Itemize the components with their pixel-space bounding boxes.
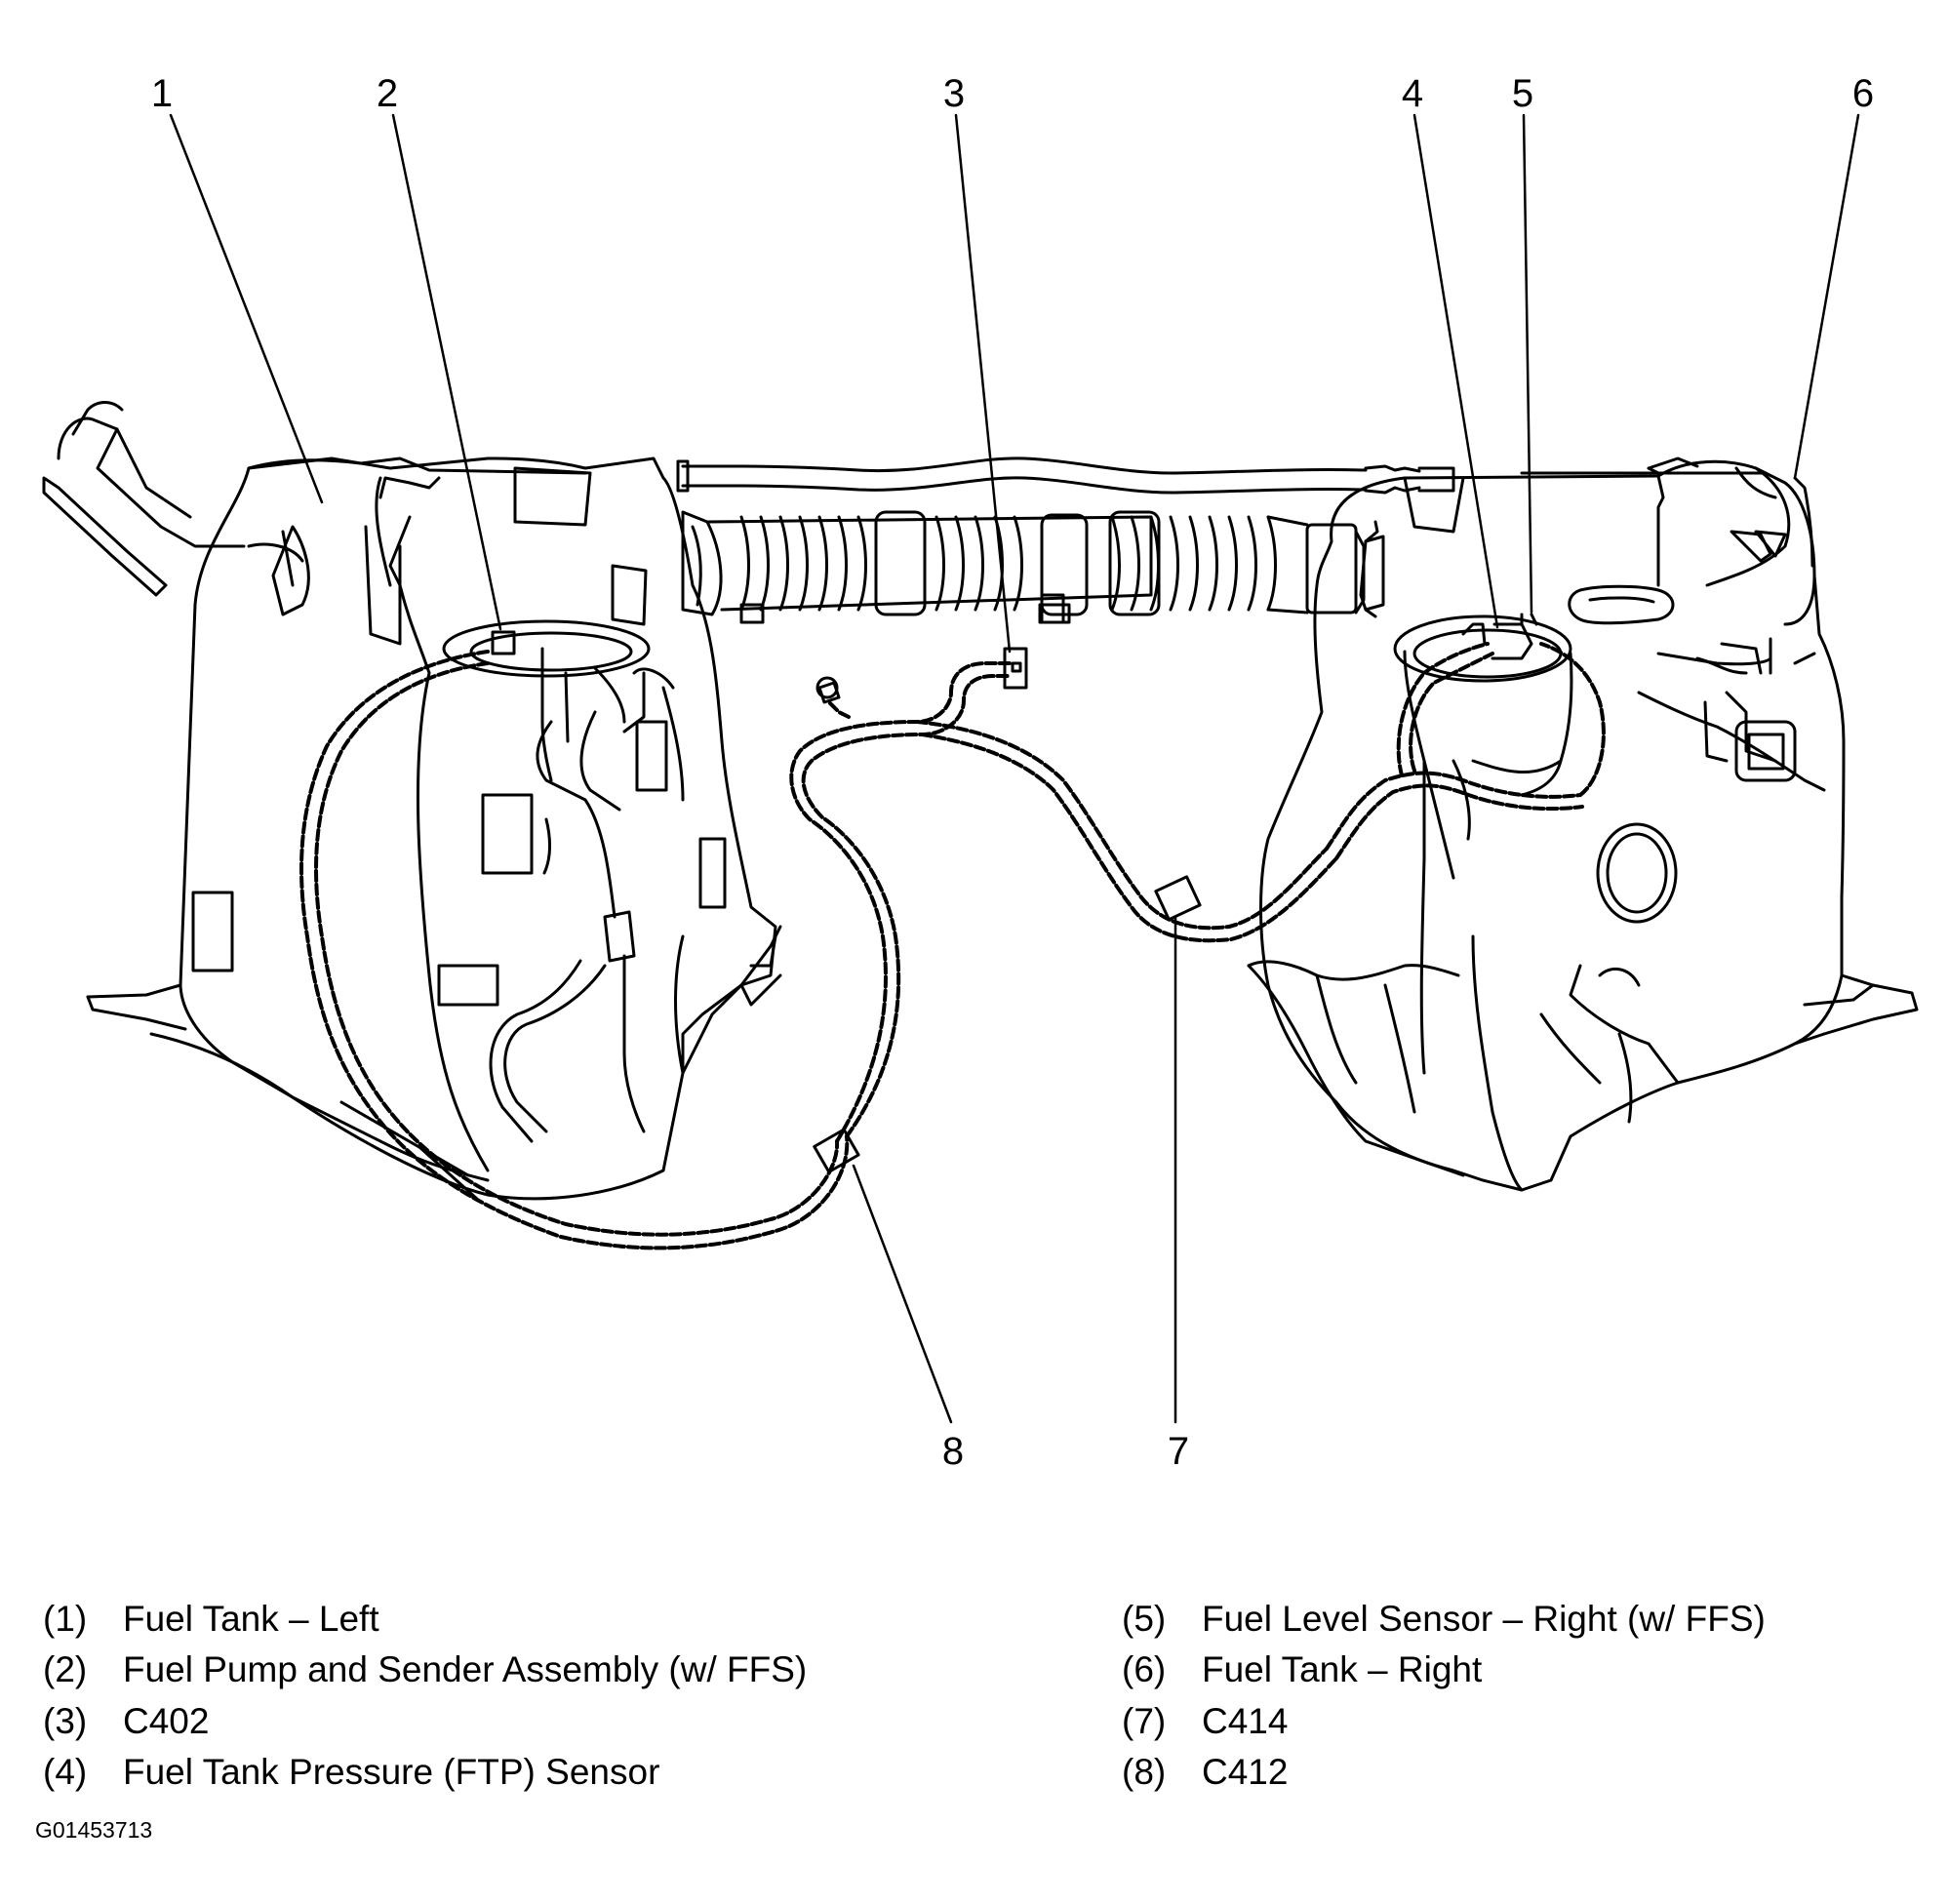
callout-1: 1: [150, 72, 174, 115]
legend-num: (4): [43, 1752, 88, 1792]
leader-lines: [169, 113, 1860, 1424]
legend-item-5: (5) Fuel Level Sensor – Right (w/ FFS): [1122, 1598, 1766, 1641]
callout-4: 4: [1401, 72, 1424, 115]
right-fuel-tank: [1247, 456, 1919, 1192]
callout-8: 8: [941, 1430, 965, 1473]
fuel-pump-module: [191, 619, 727, 1143]
legend-item-4: (4) Fuel Tank Pressure (FTP) Sensor: [43, 1751, 659, 1794]
legend-num: (3): [43, 1701, 88, 1741]
legend-label: C402: [123, 1701, 210, 1741]
left-tank-brackets: [364, 466, 648, 646]
legend-item-2: (2) Fuel Pump and Sender Assembly (w/ FFS…: [43, 1648, 807, 1691]
connectors: [813, 647, 1202, 1173]
legend-item-7: (7) C414: [1122, 1700, 1288, 1743]
legend-label: Fuel Tank – Right: [1202, 1649, 1483, 1689]
legend-item-1: (1) Fuel Tank – Left: [43, 1598, 379, 1641]
wiring-harness: [299, 642, 1606, 1250]
callout-7: 7: [1167, 1430, 1190, 1473]
legend-label: C414: [1202, 1701, 1289, 1741]
callout-3: 3: [942, 72, 966, 115]
legend-num: (6): [1122, 1649, 1167, 1689]
callout-5: 5: [1511, 72, 1534, 115]
legend-label: Fuel Tank – Left: [123, 1599, 379, 1639]
legend-label: Fuel Tank Pressure (FTP) Sensor: [123, 1752, 660, 1792]
legend-item-8: (8) C412: [1122, 1751, 1288, 1794]
legend-num: (5): [1122, 1599, 1167, 1639]
legend-label: C412: [1202, 1752, 1289, 1792]
crossover-hose: [681, 510, 1385, 624]
legend-label: Fuel Level Sensor – Right (w/ FFS): [1202, 1599, 1766, 1639]
legend-item-6: (6) Fuel Tank – Right: [1122, 1648, 1482, 1691]
figure-id: G01453713: [35, 1817, 153, 1843]
legend-label: Fuel Pump and Sender Assembly (w/ FFS): [123, 1649, 808, 1689]
callout-2: 2: [376, 72, 399, 115]
legend-num: (2): [43, 1649, 88, 1689]
legend-num: (1): [43, 1599, 88, 1639]
top-vapor-line: [676, 456, 1768, 495]
filler-neck: [42, 401, 310, 616]
callout-6: 6: [1851, 72, 1875, 115]
legend-num: (8): [1122, 1752, 1167, 1792]
legend-item-3: (3) C402: [43, 1700, 209, 1743]
legend-num: (7): [1122, 1701, 1167, 1741]
left-fuel-tank: [86, 456, 782, 1202]
